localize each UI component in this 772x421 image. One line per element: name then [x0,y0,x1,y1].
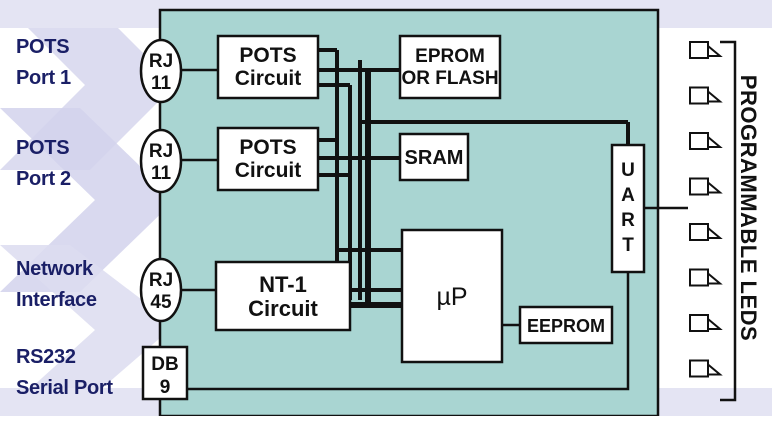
rj45-line1: RJ [149,270,173,291]
programmable-leds-label: PROGRAMMABLE LEDS [736,74,761,342]
led-pointer [707,272,723,285]
db9-line2: 9 [160,377,171,398]
led-6 [689,268,709,287]
port-label-line2: Port 1 [16,67,71,89]
led-pointer [707,363,723,376]
db9-line1: DB [151,354,178,375]
led-group [689,41,723,378]
rj45-connector [139,257,183,323]
led-pointer [707,45,723,57]
pots-circuit-2-line2: Circuit [235,159,302,182]
port-label-pots-1: POTS Port 1 [16,32,71,94]
eeprom-block [518,305,614,345]
thin-wires [180,68,688,391]
pots-circuit-1-line1: POTS [239,44,296,67]
db9-connector [141,345,189,401]
rj11-1-line2: 11 [151,73,172,94]
pots-circuit-2 [216,126,320,192]
rj11-1-line1: RJ [149,51,173,72]
port-label-network: Network Interface [16,254,97,316]
led-pointer [707,318,723,330]
nt1-line2: Circuit [248,296,318,321]
port-label-line1: RS232 [16,346,76,368]
background-arrow [0,108,175,292]
blocks [214,34,646,364]
port-label-line1: Network [16,258,93,280]
led-5 [689,223,709,241]
port-label-pots-2: POTS Port 2 [16,133,71,195]
port-label-line2: Interface [16,289,97,311]
led-pointer [707,90,723,103]
led-pointer [707,136,723,148]
uart-letter-u: U [621,160,635,181]
led-2 [689,86,709,105]
rj45-line2: 45 [150,292,172,313]
led-bracket [720,40,737,402]
uart-letter-t: T [622,235,634,256]
nt1-line1: NT-1 [259,272,307,297]
sram-block [398,132,470,182]
background-arrow [0,245,175,416]
uart-letter-r: R [621,210,635,231]
led-pointer [707,181,723,194]
port-label-line1: POTS [16,36,70,58]
port-label-rs232: RS232 Serial Port [16,342,113,404]
eprom-line2: OR FLASH [401,68,498,89]
port-label-line2: Serial Port [16,377,113,399]
nt1-circuit [214,260,352,332]
micro-block [400,228,504,364]
eeprom-label: EEPROM [527,316,605,336]
led-1 [689,41,709,59]
led-8 [689,359,709,378]
led-3 [689,132,709,150]
connectors [139,38,189,401]
led-4 [689,177,709,196]
wire-db9-uart [187,272,630,391]
rj11-2-line1: RJ [149,141,173,162]
pots-circuit-1 [216,34,320,100]
rj11-connector-2 [139,128,183,194]
led-pointer [707,227,723,239]
port-label-line1: POTS [16,137,70,159]
pots-circuit-1-line2: Circuit [235,67,302,90]
eprom-block [398,34,502,100]
eprom-line1: EPROM [415,46,485,67]
rj11-2-line2: 11 [151,163,172,184]
rj11-connector-1 [139,38,183,104]
uart-letter-a: A [621,185,635,206]
sram-label: SRAM [405,147,464,169]
uart-block [610,143,646,274]
micro-label: µP [436,283,467,311]
pots-circuit-2-line1: POTS [239,136,296,159]
led-7 [689,314,709,332]
port-label-line2: Port 2 [16,168,71,190]
led-bracket-line [720,40,737,402]
